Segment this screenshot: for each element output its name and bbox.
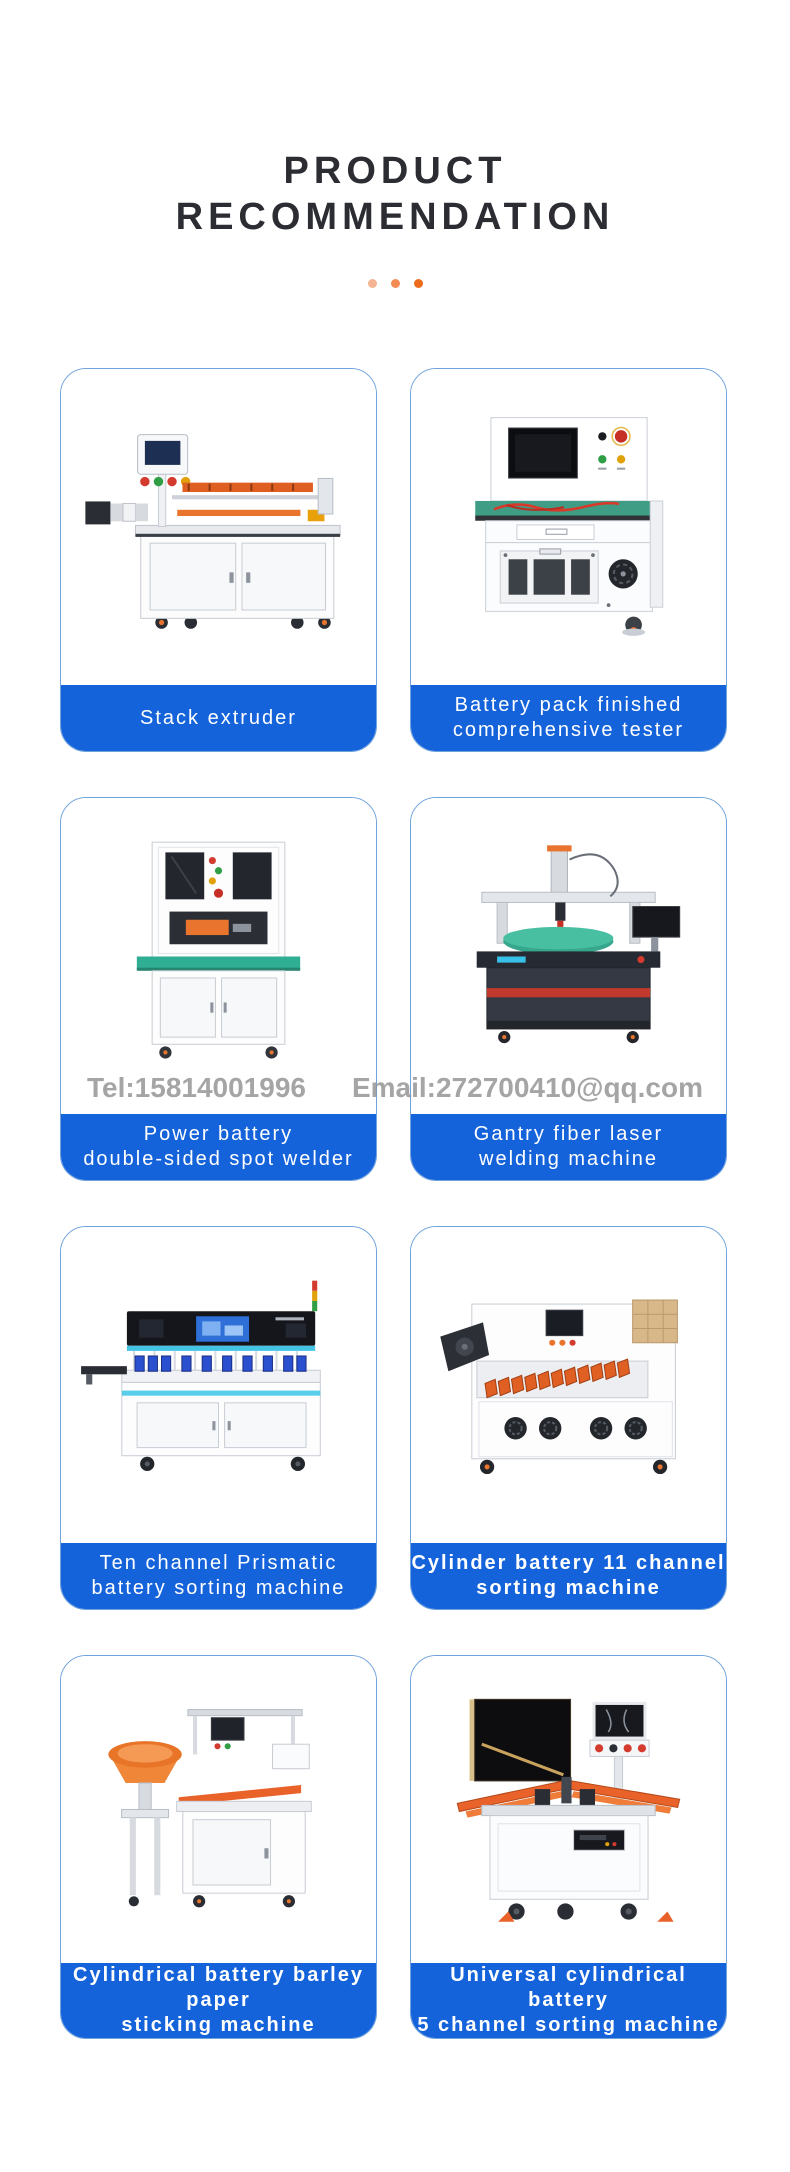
product-label[interactable]: Battery pack finished comprehensive test… — [411, 685, 726, 751]
dot-medium-icon — [390, 279, 400, 288]
product-card-spot-welder[interactable]: Power battery double-sided spot welder — [60, 797, 377, 1181]
dot-dark-icon — [413, 279, 423, 288]
product-label-line2: comprehensive tester — [452, 719, 685, 741]
product-label-line2: 5 channel sorting machine — [417, 2014, 720, 2036]
product-image-battery-pack-tester — [411, 369, 726, 685]
product-label[interactable]: Ten channel Prismatic battery sorting ma… — [61, 1543, 376, 1609]
product-label[interactable]: Cylindrical battery barley paper stickin… — [61, 1963, 376, 2038]
product-image-spot-welder — [61, 798, 376, 1114]
product-label[interactable]: Universal cylindrical battery 5 channel … — [411, 1963, 726, 2038]
product-label-line1: Cylindrical battery barley paper — [73, 1964, 364, 2011]
product-card-barley-paper-machine[interactable]: Cylindrical battery barley paper stickin… — [60, 1655, 377, 2039]
product-label[interactable]: Power battery double-sided spot welder — [61, 1114, 376, 1180]
title-line-1: PRODUCT — [283, 150, 507, 192]
product-label-line2: double-sided spot welder — [83, 1148, 354, 1170]
product-label-line1: Ten channel Prismatic — [99, 1552, 338, 1574]
product-card-cylinder-11ch-sorter[interactable]: Cylinder battery 11 channel sorting mach… — [410, 1226, 727, 1610]
product-label-line2: welding machine — [479, 1148, 658, 1170]
product-label-line2: sorting machine — [476, 1577, 661, 1599]
product-card-stack-extruder[interactable]: Stack extruder — [60, 368, 377, 752]
title-line-2: RECOMMENDATION — [175, 196, 615, 238]
product-label[interactable]: Cylinder battery 11 channel sorting mach… — [411, 1543, 726, 1609]
product-image-universal-5ch-sorter — [411, 1656, 726, 1963]
product-card-gantry-laser-welder[interactable]: Gantry fiber laser welding machine — [410, 797, 727, 1181]
product-grid: Stack extruder — [60, 368, 727, 2039]
product-label-line1: Power battery — [143, 1123, 294, 1145]
product-image-gantry-laser-welder — [411, 798, 726, 1114]
product-card-prismatic-sorter[interactable]: Ten channel Prismatic battery sorting ma… — [60, 1226, 377, 1610]
product-image-prismatic-sorter — [61, 1227, 376, 1543]
dot-light-icon — [367, 279, 377, 288]
product-label-line1: Cylinder battery 11 channel — [411, 1552, 726, 1574]
product-card-battery-pack-tester[interactable]: Battery pack finished comprehensive test… — [410, 368, 727, 752]
title-decoration-dots — [0, 279, 790, 288]
product-image-stack-extruder — [61, 369, 376, 685]
product-label-line1: Battery pack finished — [454, 694, 683, 716]
product-image-cylinder-11ch-sorter — [411, 1227, 726, 1543]
section-title: PRODUCT RECOMMENDATION — [0, 148, 790, 240]
product-label-line1: Universal cylindrical battery — [450, 1964, 687, 2011]
product-label-line2: battery sorting machine — [91, 1577, 346, 1599]
product-label-line1: Gantry fiber laser — [473, 1123, 664, 1145]
product-label-line1: Stack extruder — [140, 706, 297, 729]
product-label[interactable]: Stack extruder — [61, 685, 376, 751]
section-header: PRODUCT RECOMMENDATION — [0, 148, 790, 240]
product-label-line2: sticking machine — [121, 2014, 316, 2036]
product-label[interactable]: Gantry fiber laser welding machine — [411, 1114, 726, 1180]
product-image-barley-paper-machine — [61, 1656, 376, 1963]
product-card-universal-5ch-sorter[interactable]: Universal cylindrical battery 5 channel … — [410, 1655, 727, 2039]
